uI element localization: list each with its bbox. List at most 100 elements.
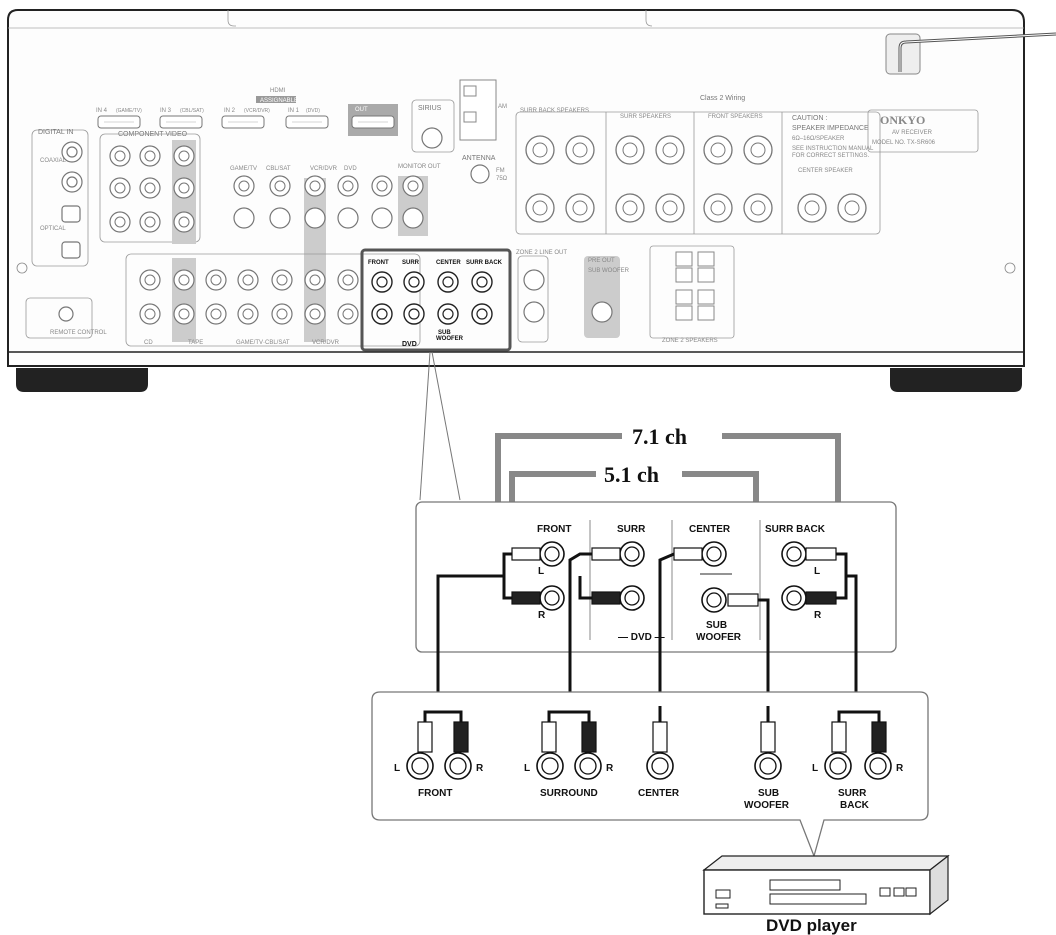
- video-game-tv-label: GAME/TV: [230, 166, 257, 172]
- player-front-r-jack[interactable]: [445, 753, 471, 779]
- component-video-heading: COMPONENT VIDEO: [118, 131, 188, 138]
- dvd-output-panel: L R L R L R FRONT SURROUND CENTER SUB WO…: [372, 692, 928, 856]
- class2-label: Class 2 Wiring: [700, 95, 745, 102]
- receiver-type: AV RECEIVER: [892, 130, 933, 136]
- fm-label: FM: [496, 168, 505, 174]
- hdmi-heading: HDMI: [270, 88, 286, 94]
- hdmi-in3-source: (CBL/SAT): [180, 108, 204, 114]
- panel-surr-r-jack[interactable]: [620, 586, 644, 610]
- antenna-label: ANTENNA: [462, 155, 496, 162]
- coaxial-label: COAXIAL: [40, 158, 67, 164]
- video-cbl-sat-label: CBL/SAT: [266, 166, 291, 172]
- ms-woofer-label: WOOFER: [436, 336, 464, 342]
- player-subwoofer-jack[interactable]: [755, 753, 781, 779]
- am-label: AM: [498, 104, 507, 110]
- panel-front-label: FRONT: [537, 524, 571, 535]
- receiver-model: MODEL NO. TX-SR606: [872, 140, 936, 146]
- player-surround-r-jack[interactable]: [575, 753, 601, 779]
- hdmi-in4-source: (GAME/TV): [116, 108, 142, 114]
- panel-sub-label: SUB: [706, 620, 727, 631]
- pre-out-subwoofer-label: SUB WOOFER: [588, 268, 630, 274]
- player-surround-r: R: [606, 763, 614, 774]
- hdmi-in3-label: IN 3: [160, 108, 172, 114]
- player-front-label: FRONT: [418, 788, 452, 799]
- panel-surr-back-l: L: [814, 566, 820, 577]
- caution-note-1: SEE INSTRUCTION MANUAL: [792, 146, 874, 152]
- audio-vcr-dvr-label: VCR/DVR: [312, 340, 340, 346]
- digital-in-heading: DIGITAL IN: [38, 129, 73, 136]
- video-vcr-dvr-label: VCR/DVR: [310, 166, 338, 172]
- fm-antenna-jack[interactable]: [471, 165, 489, 183]
- player-surr-back-l-jack[interactable]: [825, 753, 851, 779]
- player-front-r: R: [476, 763, 484, 774]
- panel-surr-back-label: SURR BACK: [765, 524, 826, 535]
- player-surr-back-l: L: [812, 763, 818, 774]
- hdmi-assignable-label: ASSIGNABLE: [260, 98, 298, 104]
- ms-surr-label: SURR: [402, 260, 420, 266]
- video-dvd-label: DVD: [344, 166, 357, 172]
- dvd-player-label: DVD player: [766, 916, 857, 935]
- player-surr-back-r-jack[interactable]: [865, 753, 891, 779]
- surr-speakers-label: SURR SPEAKERS: [620, 114, 671, 120]
- ms-center-label: CENTER: [436, 260, 461, 266]
- caution-sub: SPEAKER IMPEDANCE: [792, 125, 869, 132]
- player-back-label: BACK: [840, 800, 870, 811]
- player-surround-label: SURROUND: [540, 788, 598, 799]
- pre-out-label: PRE OUT: [588, 258, 615, 264]
- fm-ohm-label: 75Ω: [496, 176, 508, 182]
- brand-logo: ONKYO: [880, 113, 925, 127]
- pre-out-subwoofer-jack[interactable]: [592, 302, 612, 322]
- label-7-1-ch: 7.1 ch: [632, 424, 687, 449]
- player-surround-l: L: [524, 763, 530, 774]
- audio-game-cbl-label: GAME/TV·CBL/SAT: [236, 340, 290, 346]
- player-surround-l-jack[interactable]: [537, 753, 563, 779]
- center-speaker-label: CENTER SPEAKER: [798, 168, 853, 174]
- player-front-l-jack[interactable]: [407, 753, 433, 779]
- hdmi-in1-label: IN 1: [288, 108, 300, 114]
- player-center-jack[interactable]: [647, 753, 673, 779]
- hdmi-in2-source: (VCR/DVR): [244, 108, 270, 114]
- surr-back-speakers-label: SURR BACK SPEAKERS: [520, 108, 589, 114]
- sirius-label: SIRIUS: [418, 105, 442, 112]
- zone2-line-out-r-jack[interactable]: [524, 302, 544, 322]
- caution-ohm: 6Ω–16Ω/SPEAKER: [792, 136, 845, 142]
- panel-surr-l-jack[interactable]: [620, 542, 644, 566]
- remote-control-label: REMOTE CONTROL: [50, 330, 107, 336]
- player-front-l: L: [394, 763, 400, 774]
- player-surr-label: SURR: [838, 788, 867, 799]
- dvd-player-icon: [704, 856, 948, 914]
- panel-woofer-label: WOOFER: [696, 632, 742, 643]
- panel-front-r: R: [538, 610, 546, 621]
- front-speakers-label: FRONT SPEAKERS: [708, 114, 763, 120]
- audio-cd-label: CD: [144, 340, 153, 346]
- panel-center-label: CENTER: [689, 524, 731, 535]
- caution-title: CAUTION :: [792, 115, 827, 122]
- panel-front-r-jack[interactable]: [540, 586, 564, 610]
- player-sub-label: SUB: [758, 788, 779, 799]
- panel-surr-label: SURR: [617, 524, 646, 535]
- player-woofer-label: WOOFER: [744, 800, 790, 811]
- monitor-out-label: MONITOR OUT: [398, 164, 441, 170]
- caution-note-2: FOR CORRECT SETTINGS.: [792, 153, 870, 159]
- zoom-callout: [420, 352, 460, 500]
- sirius-jack[interactable]: [422, 128, 442, 148]
- panel-center-jack[interactable]: [702, 542, 726, 566]
- panel-subwoofer-jack[interactable]: [702, 588, 726, 612]
- player-surr-back-r: R: [896, 763, 904, 774]
- player-center-label: CENTER: [638, 788, 680, 799]
- label-5-1-ch: 5.1 ch: [604, 462, 659, 487]
- ms-surr-back-label: SURR BACK: [466, 260, 503, 266]
- remote-control-jack[interactable]: [59, 307, 73, 321]
- zone2-line-out-l-jack[interactable]: [524, 270, 544, 290]
- ms-dvd-label: DVD: [402, 341, 417, 348]
- panel-front-l-jack[interactable]: [540, 542, 564, 566]
- optical-label: OPTICAL: [40, 226, 66, 232]
- ms-front-label: FRONT: [368, 260, 389, 266]
- hdmi-in4-label: IN 4: [96, 108, 108, 114]
- panel-surr-back-r: R: [814, 610, 822, 621]
- receiver-rear-panel: HDMI ASSIGNABLE IN 4 (GAME/TV) IN 3 (CBL…: [8, 10, 1056, 392]
- zone2-speakers-label: ZONE 2 SPEAKERS: [662, 338, 718, 344]
- panel-surr-back-r-jack[interactable]: [782, 586, 806, 610]
- panel-surr-back-l-jack[interactable]: [782, 542, 806, 566]
